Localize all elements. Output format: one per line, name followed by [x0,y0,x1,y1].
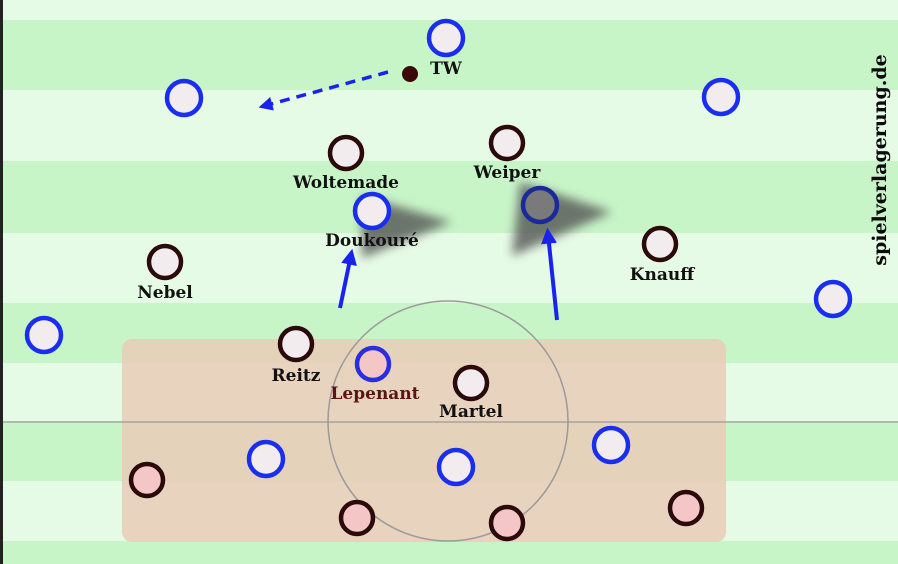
player-marker [277,325,315,363]
blue-team [24,18,853,487]
player-marker [164,78,204,118]
label-reitz: Reitz [272,366,321,386]
player-marker [520,185,560,225]
player-marker [641,225,679,263]
player-marker [591,425,631,465]
player-marker [354,345,392,383]
label-tw: TW [430,59,463,79]
player-marker [24,315,64,355]
press-arrow [338,248,357,309]
center-circle [327,300,569,542]
watermark: spielverlagerung.de [869,54,891,265]
player-marker [667,489,705,527]
touchline [0,0,3,564]
label-martel: Martel [439,402,503,422]
player-marker [352,191,392,231]
player-marker [488,124,526,162]
player-marker [701,77,741,117]
player-marker [426,18,466,58]
player-marker [246,439,286,479]
pass-arrow-dashed [258,70,389,111]
player-marker [488,504,526,542]
label-knauff: Knauff [630,265,696,285]
label-woltemade: Woltemade [292,173,399,193]
player-marker [452,364,490,402]
player-marker [436,447,476,487]
ball [402,66,418,82]
player-marker [338,499,376,537]
player-marker [128,461,166,499]
label-doukoure: Doukouré [325,231,419,251]
player-marker [813,279,853,319]
label-nebel: Nebel [137,283,193,303]
label-weiper: Weiper [473,163,542,183]
label-lepenant: Lepenant [330,384,419,404]
press-arrow [541,227,559,321]
player-marker [327,134,365,172]
player-marker [146,243,184,281]
dark-team [128,124,705,542]
pressing-zone [122,339,726,542]
